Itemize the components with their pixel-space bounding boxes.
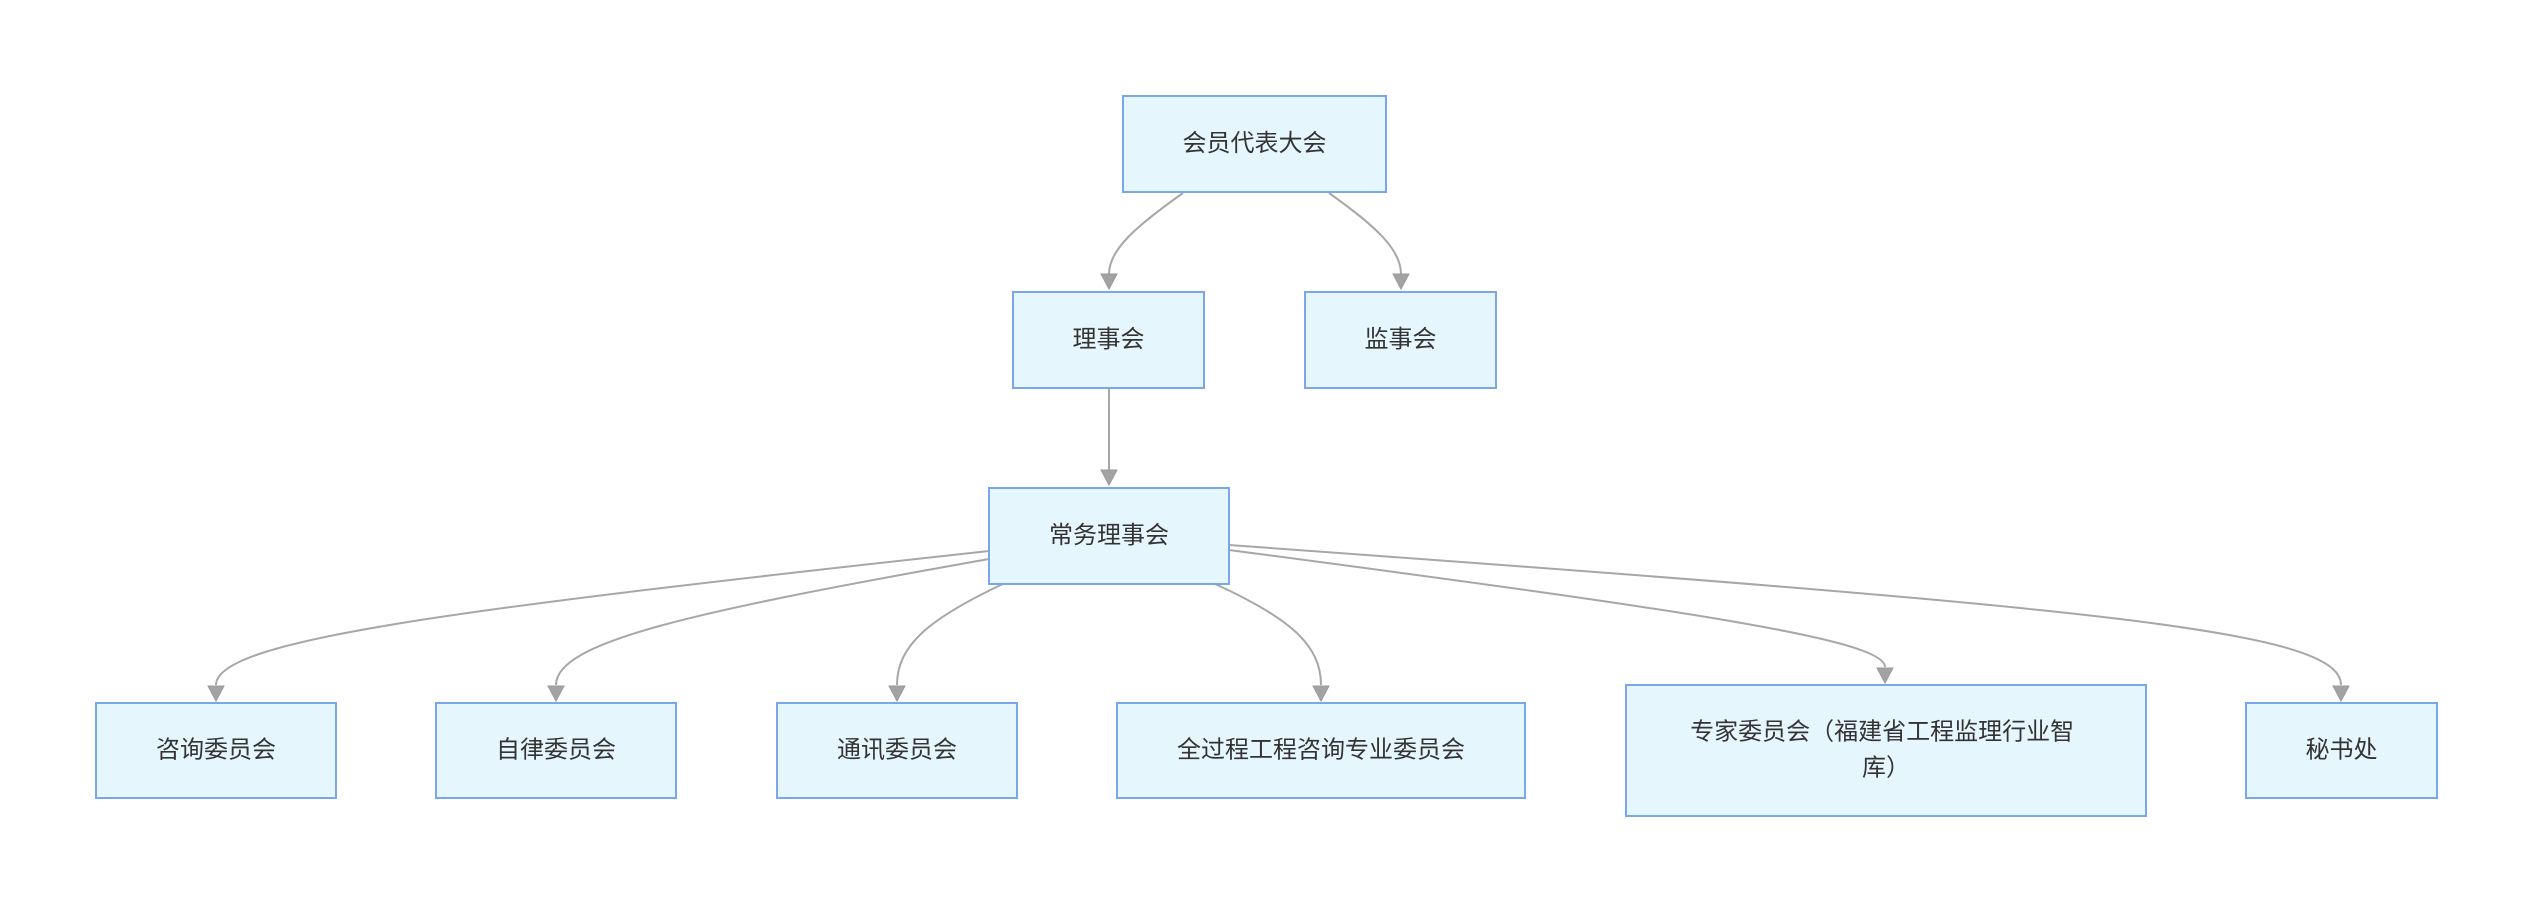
node-congress: 会员代表大会 (1122, 95, 1387, 193)
arrowhead-icon (1312, 685, 1330, 703)
arrowhead-icon (547, 685, 565, 703)
edge-council-standing (1100, 389, 1118, 487)
node-label: 全过程工程咨询专业委员会 (1177, 736, 1465, 764)
node-label-line: 库） (1862, 754, 1910, 782)
node-self-discipline-committee: 自律委员会 (435, 702, 677, 799)
edge-congress-supervisory (1328, 192, 1410, 291)
node-secretariat: 秘书处 (2245, 702, 2438, 799)
node-consulting-committee: 咨询委员会 (95, 702, 337, 799)
edge-standing-discipline (547, 558, 990, 703)
edge-standing-expert (1228, 549, 1894, 685)
node-label: 监事会 (1365, 325, 1437, 353)
edge-standing-secretariat (1228, 544, 2350, 703)
node-label: 自律委员会 (496, 736, 616, 764)
arrowhead-icon (1876, 667, 1894, 685)
arrowhead-icon (2332, 685, 2350, 703)
node-full-process-committee: 全过程工程咨询专业委员会 (1116, 702, 1526, 799)
node-label: 秘书处 (2306, 736, 2378, 764)
node-supervisory: 监事会 (1304, 291, 1497, 389)
node-label: 专家委员会（福建省工程监理行业智 库） (1690, 718, 2082, 782)
node-label: 常务理事会 (1049, 521, 1169, 549)
node-label-line: 专家委员会（福建省工程监理行业智 (1690, 718, 2074, 746)
node-council: 理事会 (1012, 291, 1205, 389)
arrowhead-icon (888, 685, 906, 703)
edge-standing-consulting (207, 550, 990, 703)
chart-nodes: 会员代表大会 理事会 监事会 常务理事会 咨询委员会 自律委员会 通讯委员会 (95, 95, 2438, 817)
chart-edges (207, 192, 2350, 703)
node-expert-committee: 专家委员会（福建省工程监理行业智 库） (1625, 684, 2147, 817)
node-standing-council: 常务理事会 (988, 487, 1230, 585)
arrowhead-icon (207, 685, 225, 703)
arrowhead-icon (1392, 273, 1410, 291)
arrowhead-icon (1100, 469, 1118, 487)
arrowhead-icon (1100, 273, 1118, 291)
node-label: 咨询委员会 (156, 736, 276, 764)
node-label: 通讯委员会 (837, 736, 957, 764)
edge-standing-communication (888, 582, 1006, 703)
node-communication-committee: 通讯委员会 (776, 702, 1018, 799)
edge-standing-fullprocess (1212, 582, 1330, 703)
node-label: 理事会 (1073, 325, 1145, 353)
edge-congress-council (1100, 192, 1184, 291)
node-label: 会员代表大会 (1183, 129, 1327, 157)
